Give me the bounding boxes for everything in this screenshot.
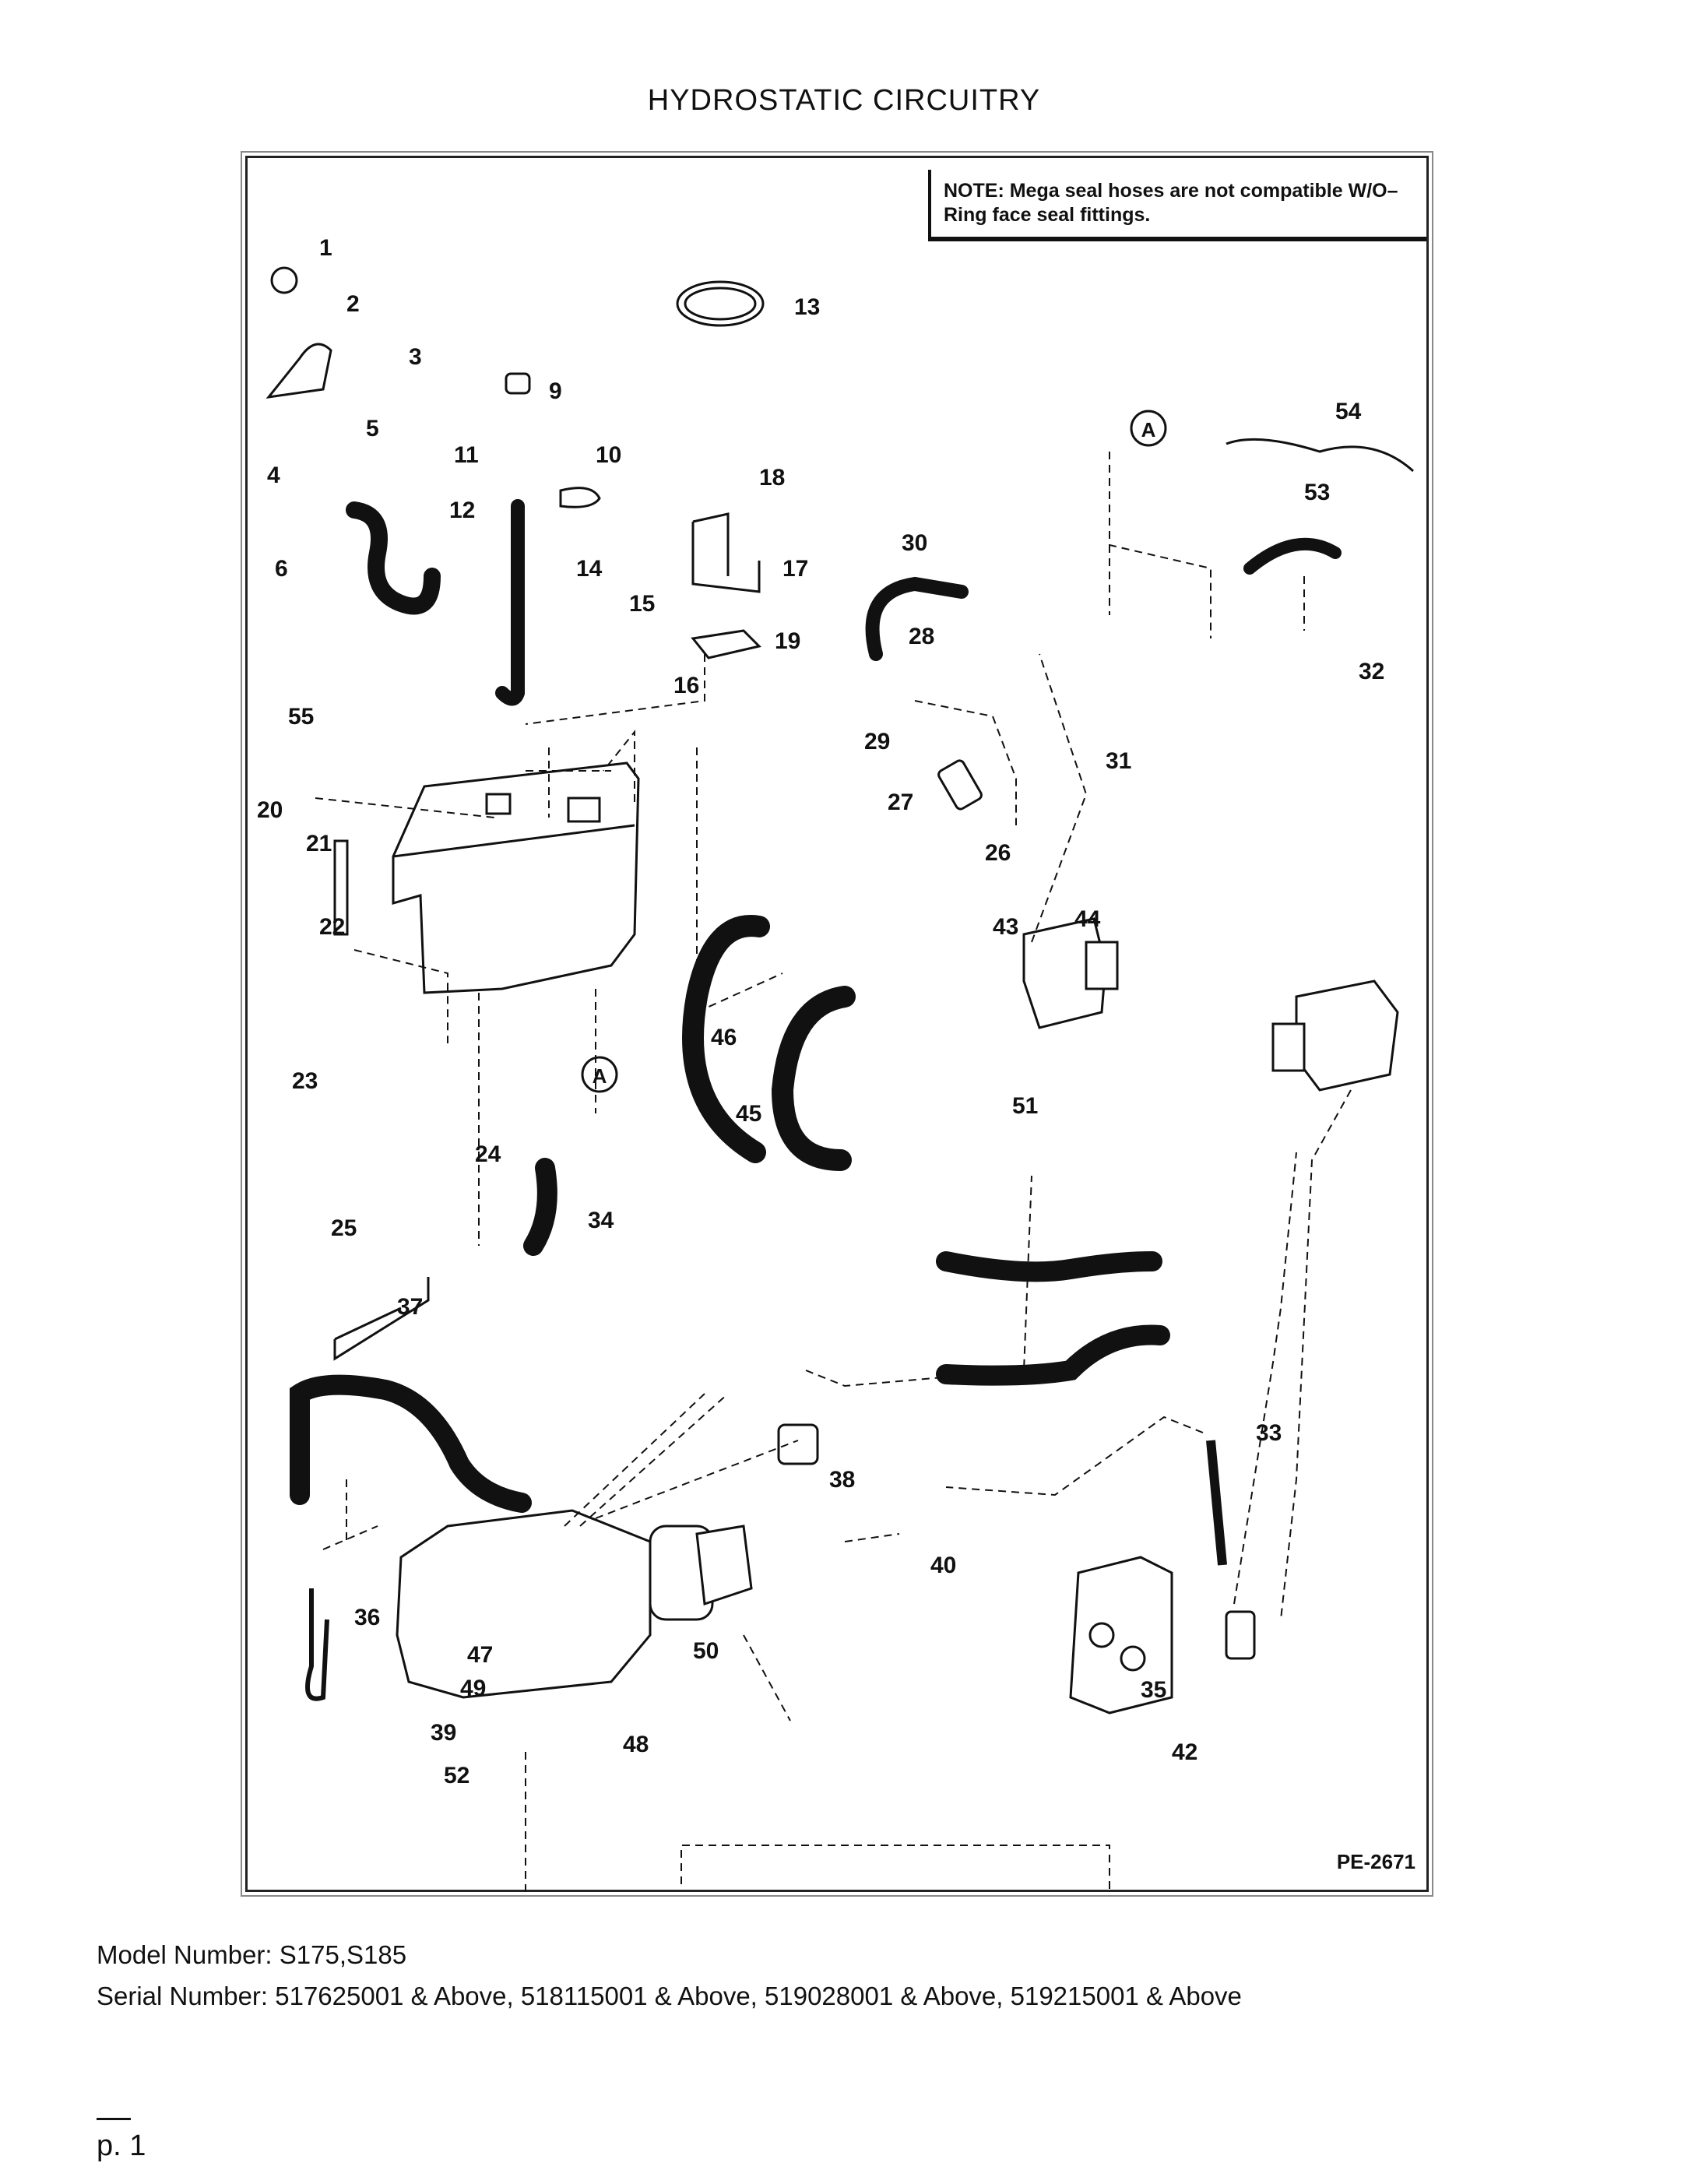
svg-text:1: 1 [319,235,332,261]
svg-text:17: 17 [782,556,808,582]
svg-text:4: 4 [267,462,280,488]
svg-text:50: 50 [693,1638,719,1664]
svg-text:14: 14 [576,556,603,582]
page-divider [97,2118,131,2120]
svg-text:26: 26 [985,840,1011,866]
svg-text:43: 43 [993,914,1018,940]
svg-text:5: 5 [366,416,379,441]
svg-text:A: A [1141,418,1156,441]
svg-text:12: 12 [449,498,475,523]
page-title: HYDROSTATIC CIRCUITRY [647,84,1041,117]
svg-text:32: 32 [1359,659,1384,684]
svg-text:46: 46 [711,1025,737,1050]
svg-text:20: 20 [257,797,283,823]
svg-text:48: 48 [623,1732,649,1757]
svg-text:24: 24 [475,1141,501,1167]
svg-text:39: 39 [431,1720,456,1746]
note-box: NOTE: Mega seal hoses are not compatible… [928,170,1426,241]
svg-text:9: 9 [549,378,562,404]
svg-text:28: 28 [909,624,934,649]
svg-text:40: 40 [930,1553,956,1578]
svg-text:51: 51 [1012,1093,1038,1119]
svg-text:55: 55 [288,704,314,730]
standpipe [333,839,349,936]
svg-text:27: 27 [888,790,913,815]
control-valve [1069,1556,1173,1714]
svg-text:23: 23 [292,1068,318,1094]
serial-number: Serial Number: 517625001 & Above, 518115… [97,1982,1242,2010]
svg-text:16: 16 [673,673,699,698]
svg-text:53: 53 [1304,480,1330,505]
svg-text:10: 10 [596,442,621,468]
drive-motor-right [1271,979,1399,1092]
svg-text:42: 42 [1172,1739,1197,1765]
svg-text:54: 54 [1335,399,1362,424]
svg-text:31: 31 [1106,748,1131,774]
reservoir-tank [392,761,640,994]
svg-text:25: 25 [331,1215,357,1241]
note-label: NOTE: [944,180,1004,202]
svg-text:18: 18 [759,465,785,491]
svg-text:29: 29 [864,729,890,754]
svg-text:30: 30 [902,530,927,556]
svg-text:44: 44 [1074,906,1101,932]
svg-text:36: 36 [354,1605,380,1630]
drive-motor-left [1022,917,1119,1029]
svg-text:38: 38 [829,1467,855,1493]
filler-neck [266,343,332,399]
svg-text:37: 37 [397,1294,423,1320]
note-text: Mega seal hoses are not compatible W/O–R… [944,180,1398,226]
diagram-frame [241,151,1433,1897]
svg-text:A: A [593,1064,607,1088]
svg-text:3: 3 [409,344,422,370]
drawing-code: PE-2671 [1336,1850,1415,1873]
svg-text:15: 15 [629,591,655,617]
svg-text:35: 35 [1141,1677,1166,1703]
svg-text:22: 22 [319,914,345,940]
svg-text:34: 34 [588,1208,614,1233]
svg-text:21: 21 [306,831,332,856]
parts-diagram: 1 2 3 4 5 6 9 10 11 12 13 14 15 16 17 18… [257,235,1415,1892]
svg-text:45: 45 [736,1101,761,1127]
svg-text:2: 2 [346,291,360,317]
svg-text:19: 19 [775,628,800,654]
cap-part [270,266,298,294]
svg-text:52: 52 [444,1763,469,1788]
hydrostatic-pump [396,1509,753,1699]
svg-text:49: 49 [460,1676,486,1701]
page-number: p. 1 [97,2129,146,2162]
svg-text:33: 33 [1256,1420,1282,1446]
svg-text:6: 6 [275,556,288,582]
svg-text:13: 13 [794,294,820,320]
svg-text:11: 11 [454,442,479,468]
svg-text:47: 47 [467,1642,493,1668]
model-number: Model Number: S175,S185 [97,1940,407,1969]
